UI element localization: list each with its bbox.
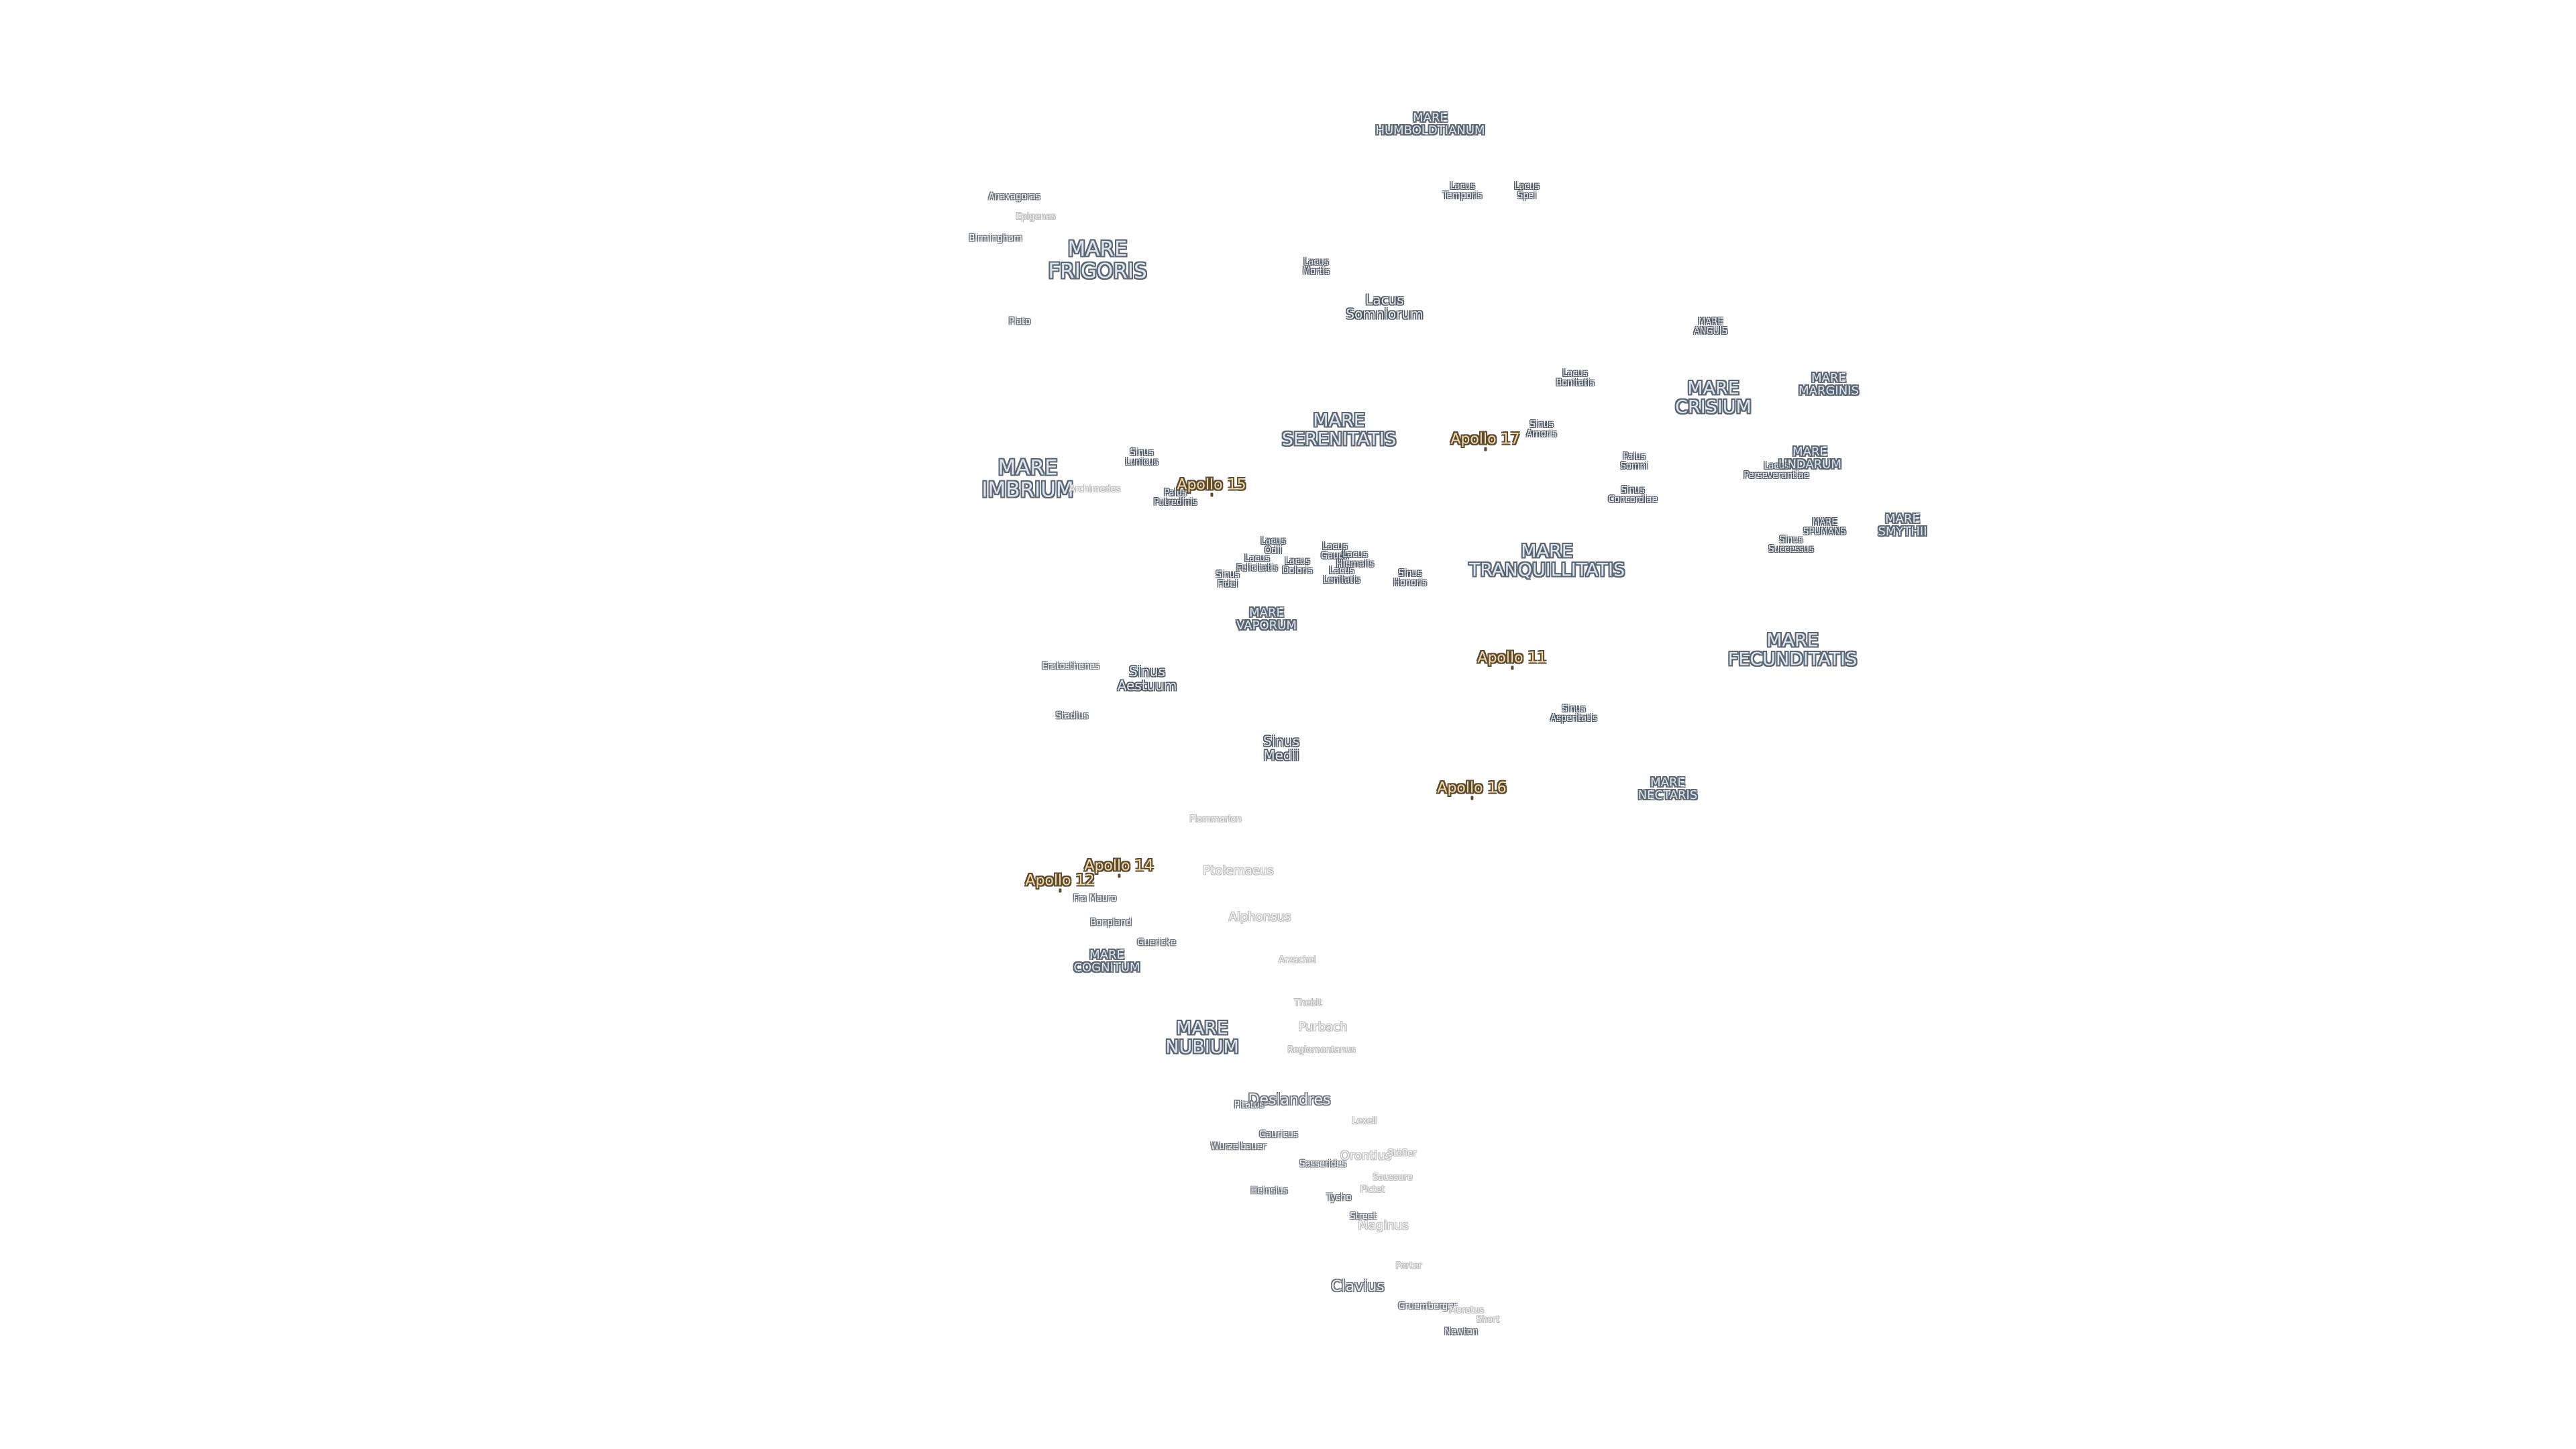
label-gauricus[interactable]: Gauricus — [1259, 1130, 1298, 1140]
label-sasserides[interactable]: Sasserides — [1299, 1159, 1346, 1170]
label-regiomontanus[interactable]: Regiomontanus — [1287, 1045, 1356, 1056]
label-mare-smythii[interactable]: MARE SMYTHII — [1878, 512, 1927, 539]
label-tycho[interactable]: Tycho — [1326, 1193, 1352, 1203]
landing-site-apollo-12[interactable]: Apollo 12 — [1025, 872, 1095, 893]
label-archimedes[interactable]: Archimedes — [1069, 484, 1121, 495]
label-thebit[interactable]: Thebit — [1294, 998, 1322, 1009]
landing-site-apollo-15[interactable]: Apollo 15 — [1177, 476, 1246, 497]
label-lacus-doloris[interactable]: Lacus Doloris — [1282, 556, 1313, 576]
label-mare-vaporum[interactable]: MARE VAPORUM — [1236, 606, 1297, 633]
label-clavius[interactable]: Clavius — [1331, 1278, 1385, 1295]
label-epigenes[interactable]: Epigenes — [1016, 212, 1056, 223]
label-arzachel[interactable]: Arzachel — [1278, 955, 1317, 966]
label-anaxagoras[interactable]: Anaxagoras — [988, 192, 1040, 203]
label-mare-nectaris[interactable]: MARE NECTARIS — [1638, 775, 1698, 802]
label-lacus-temporis[interactable]: Lacus Temporis — [1442, 181, 1483, 201]
label-pitatus[interactable]: Pitatus — [1234, 1100, 1265, 1111]
label-sinus-concordiae[interactable]: Sinus Concordiae — [1608, 485, 1658, 504]
label-orontius[interactable]: Orontius — [1340, 1148, 1392, 1163]
label-mare-undarum[interactable]: MARE UNDARUM — [1778, 445, 1841, 472]
label-lacus-felicitatis[interactable]: Lacus Felicitatis — [1236, 553, 1278, 573]
label-purbach[interactable]: Purbach — [1298, 1020, 1348, 1034]
label-plato[interactable]: Plato — [1008, 317, 1031, 327]
label-lacus-lenitatis[interactable]: Lacus Lenitatis — [1323, 566, 1360, 585]
label-bonpland[interactable]: Bonpland — [1090, 918, 1132, 928]
label-mare-anguis[interactable]: MARE ANGUIS — [1693, 317, 1728, 336]
label-saussure[interactable]: Saussure — [1373, 1173, 1413, 1183]
label-mare-spumans[interactable]: MARE SPUMANS — [1803, 517, 1846, 537]
label-heinsius[interactable]: Heinsius — [1250, 1186, 1288, 1197]
label-sinus-successus[interactable]: Sinus Successus — [1768, 535, 1814, 554]
label-sinus-amoris[interactable]: Sinus Amoris — [1526, 419, 1557, 439]
label-ptolemaeus[interactable]: Ptolemaeus — [1203, 863, 1274, 878]
label-mare-fecunditatis[interactable]: MARE FECUNDITATIS — [1727, 630, 1858, 670]
label-short[interactable]: Short — [1476, 1315, 1500, 1326]
label-mare-serenitatis[interactable]: MARE SERENITATIS — [1281, 410, 1397, 450]
landing-site-apollo-14[interactable]: Apollo 14 — [1084, 857, 1154, 878]
label-sinus-honoris[interactable]: Sinus Honoris — [1393, 568, 1427, 588]
label-lacus-hiemalis[interactable]: Lacus Hiemalis — [1336, 549, 1375, 569]
label-sinus-lunicus[interactable]: Sinus Lunicus — [1125, 447, 1159, 467]
label-wurzelbauer[interactable]: Wurzelbauer — [1210, 1142, 1267, 1152]
label-palus-putredinis[interactable]: Palus Putredinis — [1153, 488, 1197, 507]
label-palus-somni[interactable]: Palus Somni — [1620, 451, 1648, 471]
label-sinus-fidei[interactable]: Sinus Fidei — [1216, 570, 1240, 589]
label-sinus-medii[interactable]: Sinus Medii — [1263, 733, 1300, 763]
label-mare-humboldtianum[interactable]: MARE HUMBOLDTIANUM — [1375, 111, 1485, 138]
label-gruemberger[interactable]: Gruemberger — [1398, 1301, 1457, 1312]
label-lacus-odii[interactable]: Lacus Odii — [1260, 536, 1286, 555]
label-lacus-mortis[interactable]: Lacus Mortis — [1303, 257, 1330, 276]
label-lacus-somniorum[interactable]: Lacus Somniorum — [1346, 292, 1424, 322]
label-sinus-asperitatis[interactable]: Sinus Asperitatis — [1550, 704, 1597, 723]
label-mare-marginis[interactable]: MARE MARGINIS — [1799, 371, 1859, 398]
label-alphonsus[interactable]: Alphonsus — [1228, 910, 1291, 924]
label-mare-cognitum[interactable]: MARE COGNITUM — [1073, 948, 1140, 975]
label-eratosthenes[interactable]: Eratosthenes — [1042, 661, 1099, 672]
label-moretus[interactable]: Moretus — [1448, 1305, 1485, 1316]
label-birmingham[interactable]: Birmingham — [969, 233, 1022, 244]
label-mare-frigoris[interactable]: MARE FRIGORIS — [1048, 237, 1147, 283]
label-pictet[interactable]: Pictet — [1360, 1185, 1385, 1195]
label-stadius[interactable]: Stadius — [1055, 711, 1089, 722]
label-mare-tranquillitatis[interactable]: MARE TRANQUILLITATIS — [1468, 541, 1625, 581]
label-lacus-perseverantiae[interactable]: Lacus Perseverantiae — [1743, 461, 1809, 480]
label-newton[interactable]: Newton — [1444, 1327, 1478, 1338]
label-porter[interactable]: Porter — [1395, 1261, 1422, 1272]
label-guericke[interactable]: Guericke — [1137, 938, 1176, 949]
label-lacus-spei[interactable]: Lacus Spei — [1514, 181, 1540, 201]
landing-site-apollo-11[interactable]: Apollo 11 — [1477, 649, 1547, 670]
label-flammarion[interactable]: Flammarion — [1189, 814, 1242, 825]
label-lacus-gaudii[interactable]: Lacus Gaudii — [1321, 541, 1349, 561]
label-lexell[interactable]: Lexell — [1352, 1116, 1377, 1127]
label-mare-nubium[interactable]: MARE NUBIUM — [1165, 1018, 1239, 1058]
landing-site-apollo-17[interactable]: Apollo 17 — [1450, 431, 1520, 451]
label-deslandres[interactable]: Deslandres — [1248, 1091, 1331, 1109]
label-mare-crisium[interactable]: MARE CRISIUM — [1675, 378, 1752, 418]
label-fra-mauro[interactable]: Fra Mauro — [1073, 894, 1117, 904]
label-stofler[interactable]: Stöfler — [1387, 1148, 1417, 1159]
landing-site-apollo-16[interactable]: Apollo 16 — [1437, 780, 1507, 800]
label-mare-imbrium[interactable]: MARE IMBRIUM — [981, 455, 1074, 502]
label-lacus-bonitatis[interactable]: Lacus Bonitatis — [1556, 368, 1595, 388]
label-sinus-aestuum[interactable]: Sinus Aestuum — [1117, 663, 1177, 694]
label-maginus[interactable]: Maginus — [1358, 1218, 1409, 1233]
label-street[interactable]: Street — [1350, 1212, 1377, 1222]
